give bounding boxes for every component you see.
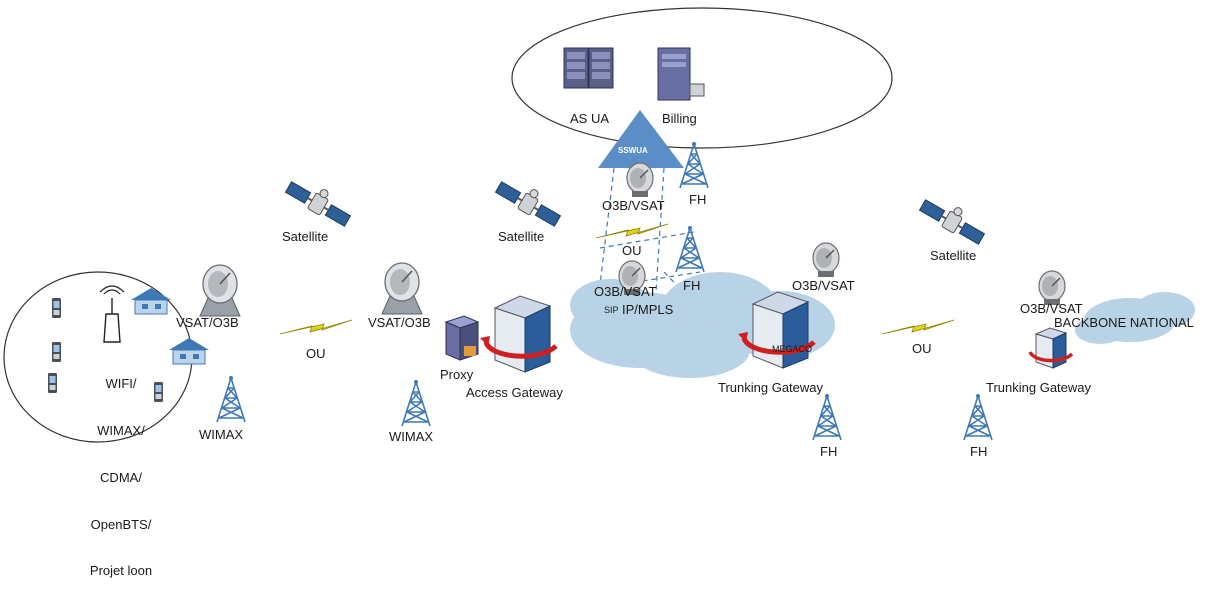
o3b-dish-icon (812, 242, 840, 278)
o3b-dish-icon (626, 162, 654, 198)
access-point-icon (99, 285, 125, 343)
satellite-icon (917, 190, 991, 248)
satellite-icon (283, 172, 357, 230)
core-services-ellipse (511, 7, 893, 149)
billing-server-icon (657, 47, 705, 101)
phone-icon (52, 298, 61, 318)
satellite-icon (493, 172, 567, 230)
fh-label: FH (970, 444, 988, 459)
sip-label: SIP (604, 305, 619, 315)
trunking-gateway-icon (1028, 326, 1074, 370)
ou-label: OU (622, 243, 642, 258)
o3b-dish-icon (1038, 270, 1066, 306)
wimax-tower-icon (401, 379, 431, 427)
o3b-vsat-label: O3B/VSAT (1020, 301, 1083, 316)
fh-tower-icon (963, 393, 993, 441)
house-icon (168, 337, 210, 365)
satellite-label: Satellite (498, 229, 545, 244)
vsat-o3b-label: VSAT/O3B (176, 315, 239, 330)
house-icon (130, 287, 172, 315)
fh-label: FH (683, 278, 701, 293)
access-technologies-label: WIFI/ WIMAX/ CDMA/ OpenBTS/ Projet loon (89, 376, 153, 579)
proxy-label: Proxy (440, 367, 474, 382)
proxy-server-icon (444, 315, 480, 361)
wimax-tower-icon (216, 375, 246, 423)
softswitch-triangle (598, 110, 684, 168)
access-gateway-label: Access Gateway (466, 385, 563, 400)
radio-link-icon (881, 319, 955, 335)
backbone-cloud (1075, 292, 1195, 344)
ou-label: OU (912, 341, 932, 356)
billing-label: Billing (662, 111, 697, 126)
as-server-icon (563, 47, 614, 89)
vsat-dish-icon (199, 264, 241, 317)
softswitch-label: SSWUA (618, 146, 648, 155)
phone-icon (52, 342, 61, 362)
megaco-label: MEGACO (772, 344, 813, 354)
fh-label: FH (820, 444, 838, 459)
access-gateway-icon (480, 296, 556, 372)
o3b-vsat-label: O3B/VSAT (594, 284, 657, 299)
trunking-gateway-label: Trunking Gateway (718, 380, 824, 395)
o3b-vsat-label: O3B/VSAT (792, 278, 855, 293)
satellite-label: Satellite (930, 248, 977, 263)
ip-mpls-label: IP/MPLS (622, 302, 674, 317)
vsat-dish-icon (381, 262, 423, 315)
wimax-label: WIMAX (199, 427, 244, 442)
fh-label: FH (689, 192, 707, 207)
phone-icon (48, 373, 57, 393)
backbone-label: BACKBONE NATIONAL (1054, 315, 1194, 330)
fh-tower-icon (679, 141, 709, 189)
fh-tower-icon (812, 393, 842, 441)
o3b-vsat-label: O3B/VSAT (602, 198, 665, 213)
ou-label: OU (306, 346, 326, 361)
vsat-o3b-label: VSAT/O3B (368, 315, 431, 330)
wimax-label: WIMAX (389, 429, 434, 444)
as-ua-label: AS UA (570, 111, 610, 126)
trunking-gateway-label: Trunking Gateway (986, 380, 1092, 395)
network-diagram (3, 7, 1195, 443)
radio-link-icon (279, 319, 353, 335)
satellite-label: Satellite (282, 229, 329, 244)
